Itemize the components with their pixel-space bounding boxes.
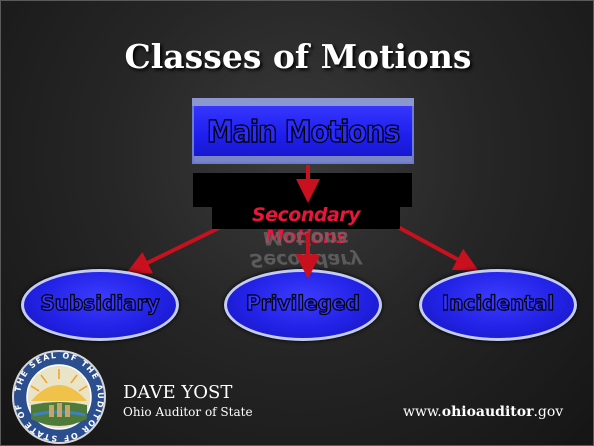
main-motions-box-top (192, 98, 414, 106)
slide-title: Classes of Motions (124, 37, 472, 76)
footer-url-bold: ohioauditor (441, 404, 534, 420)
footer-url-suffix: .gov (533, 404, 564, 420)
footer-url[interactable]: www.ohioauditor.gov (403, 404, 563, 420)
auditor-seal-icon: THE SEAL OF THE AUDITOR OF STATE OF OHIO (11, 349, 106, 444)
arrow-to-subsidiary (126, 224, 224, 274)
secondary-motions-label: Secondary Motions (251, 204, 361, 248)
black-bar-lower (212, 207, 400, 229)
subsidiary-label: Subsidiary (40, 290, 160, 315)
subsidiary-oval (21, 269, 179, 341)
arrow-to-incidental (395, 224, 479, 271)
privileged-oval (224, 269, 382, 341)
privileged-label: Privileged (245, 290, 360, 315)
footer-role: Ohio Auditor of State (123, 405, 253, 419)
footer-url-prefix: www. (403, 404, 442, 420)
footer-name: DAVE YOST (123, 382, 233, 403)
main-motions-label: Main Motions (206, 114, 401, 150)
incidental-oval (419, 269, 577, 341)
incidental-label: Incidental (441, 290, 555, 315)
